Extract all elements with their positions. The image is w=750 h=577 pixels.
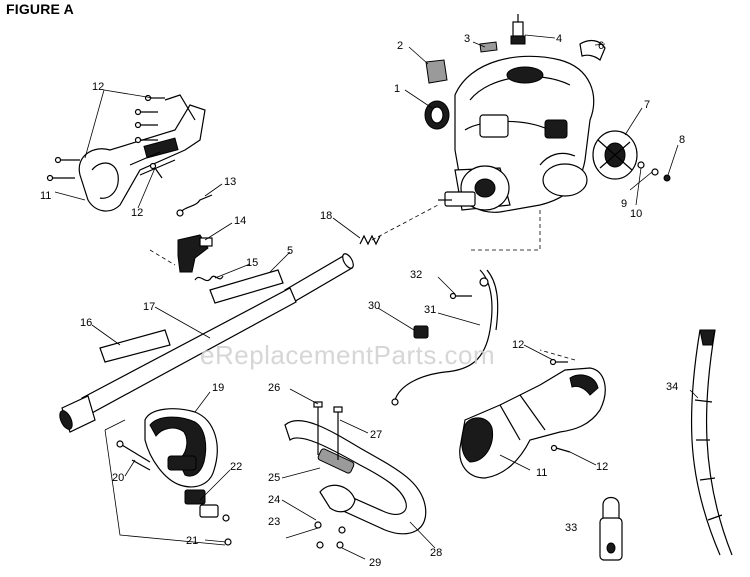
callout-15: 15 <box>246 257 258 269</box>
callout-32: 32 <box>410 269 422 281</box>
callout-27: 27 <box>370 429 382 441</box>
spark-plug <box>510 14 526 45</box>
rear-handle-housing <box>459 367 606 479</box>
throttle-trigger <box>177 234 213 273</box>
callout-12-top: 12 <box>92 81 104 93</box>
decal-16 <box>99 329 171 363</box>
callout-21: 21 <box>186 535 198 547</box>
callout-29: 29 <box>369 557 381 569</box>
decal-6 <box>579 39 606 61</box>
drive-shaft-upper <box>284 253 354 304</box>
shaft-spring <box>359 234 381 246</box>
callout-5: 5 <box>287 245 293 257</box>
callout-20: 20 <box>112 472 124 484</box>
callout-12-upper: 12 <box>512 339 524 351</box>
decal-2 <box>425 59 448 84</box>
callout-26: 26 <box>268 382 280 394</box>
engine-assembly <box>424 14 671 213</box>
shield-screws <box>46 94 165 182</box>
callout-25: 25 <box>268 472 280 484</box>
callout-16: 16 <box>80 317 92 329</box>
callout-30: 30 <box>368 300 380 312</box>
callout-13: 13 <box>224 176 236 188</box>
callout-33: 33 <box>565 522 577 534</box>
muffler-cover <box>592 130 638 180</box>
callout-11-shield: 11 <box>40 190 51 202</box>
callout-4: 4 <box>556 33 562 45</box>
decal-3 <box>479 41 498 53</box>
handle-bracket <box>184 489 232 546</box>
callout-11-handle: 11 <box>536 467 547 479</box>
callout-28: 28 <box>430 547 442 559</box>
figure-title: FIGURE A <box>6 1 74 17</box>
callout-9: 9 <box>621 198 627 210</box>
leader-lines <box>54 34 699 560</box>
throttle-cable <box>176 194 213 217</box>
handle-bolt <box>116 440 151 471</box>
callout-12-shield: 12 <box>131 207 143 219</box>
callout-19: 19 <box>212 382 224 394</box>
switch-30 <box>413 325 429 339</box>
callout-2: 2 <box>397 40 403 52</box>
callout-24: 24 <box>268 494 280 506</box>
callout-12-lower: 12 <box>596 461 608 473</box>
callout-17: 17 <box>143 301 155 313</box>
wrench-tool <box>599 496 623 561</box>
callout-3: 3 <box>464 33 470 45</box>
callout-labels: 1 2 3 4 5 6 7 8 9 10 11 11 12 12 12 12 1… <box>40 33 685 569</box>
callout-22: 22 <box>230 461 242 473</box>
front-handle <box>144 408 218 488</box>
drive-shaft-lower <box>59 287 297 433</box>
callout-10: 10 <box>630 208 642 220</box>
callout-31: 31 <box>424 304 436 316</box>
callout-7: 7 <box>644 99 650 111</box>
callout-6: 6 <box>598 40 604 52</box>
ignition-wire <box>391 269 499 406</box>
starter-handle <box>424 100 450 130</box>
strap-bolts <box>313 401 346 549</box>
debris-shield <box>78 94 206 212</box>
callout-1: 1 <box>394 83 400 95</box>
decal-5 <box>209 269 284 304</box>
rear-handle-strap <box>284 420 427 535</box>
shoulder-strap <box>690 329 733 556</box>
callout-18: 18 <box>320 210 332 222</box>
trigger-spring <box>194 275 224 282</box>
callout-8: 8 <box>679 134 685 146</box>
callout-34: 34 <box>666 381 678 393</box>
callout-14: 14 <box>234 215 246 227</box>
callout-23: 23 <box>268 516 280 528</box>
